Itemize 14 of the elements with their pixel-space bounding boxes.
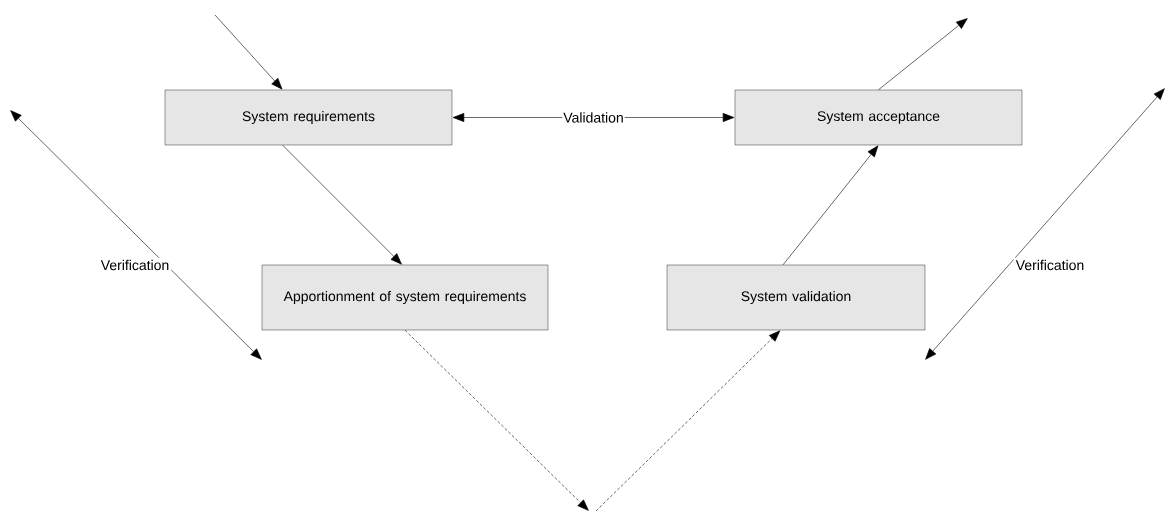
arrow [782, 145, 879, 266]
process-box: Apportionment of system requirements [261, 264, 549, 331]
arrow [452, 113, 735, 122]
arrow [282, 144, 402, 265]
process-box: System acceptance [734, 89, 1023, 146]
process-box: System validation [666, 264, 926, 331]
arrow [878, 18, 968, 91]
side-label: Verification [98, 257, 172, 273]
arrow [595, 330, 781, 512]
arrow [214, 14, 283, 90]
edge-label: Validation [562, 111, 625, 124]
process-box: System requirements [164, 89, 453, 146]
side-label: Verification [1013, 257, 1087, 273]
arrow [404, 329, 589, 511]
